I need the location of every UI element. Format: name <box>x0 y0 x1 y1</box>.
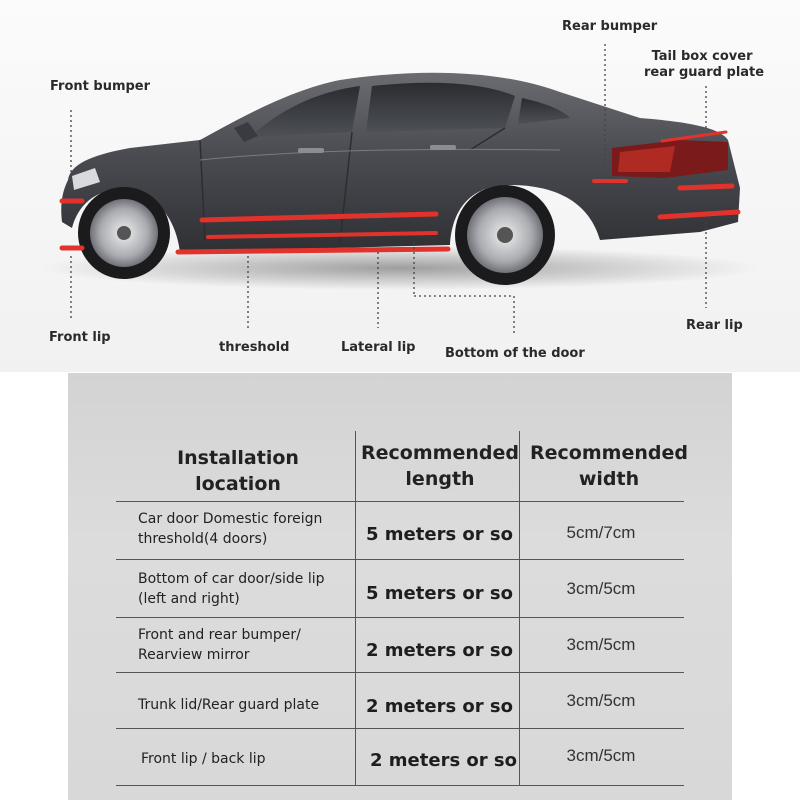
headlight <box>72 168 100 190</box>
column-divider <box>355 431 356 786</box>
callout-tail-box-line1: Tail box cover <box>651 49 753 64</box>
door-handle-rear <box>430 145 456 150</box>
front-window <box>250 86 360 137</box>
header-width-line2: width <box>578 468 640 490</box>
row-location-line2: threshold(4 doors) <box>138 531 268 547</box>
header-location-line1: Installation <box>177 447 299 469</box>
rear-wheel <box>455 185 555 285</box>
row-length: 5 meters or so <box>366 524 514 545</box>
table-row: Front lip / back lip <box>141 749 266 769</box>
callout-lines <box>70 44 707 334</box>
callout-front-bumper: Front bumper <box>50 79 151 94</box>
row-location-line2: (left and right) <box>138 591 240 607</box>
red-trim-strips <box>59 130 741 255</box>
row-divider <box>116 501 684 502</box>
table-row: Bottom of car door/side lip (left and ri… <box>138 569 325 609</box>
row-length: 2 meters or so <box>370 750 518 771</box>
callout-tail-box: Tail box cover rear guard plate <box>640 49 764 81</box>
header-length: Recommended length <box>358 440 522 492</box>
row-location-line1: Front and rear bumper/ <box>138 627 301 643</box>
callout-tail-box-line2: rear guard plate <box>644 65 765 80</box>
quarter-glass <box>518 98 570 124</box>
callout-rear-bumper: Rear bumper <box>562 19 658 34</box>
column-divider <box>519 431 520 786</box>
row-length: 2 meters or so <box>366 696 514 717</box>
door-handle-front <box>298 148 324 153</box>
header-length-line2: length <box>405 468 475 490</box>
row-divider <box>116 672 684 673</box>
row-divider <box>116 785 684 786</box>
table-row: Car door Domestic foreign threshold(4 do… <box>138 509 322 549</box>
row-width: 3cm/5cm <box>566 746 636 765</box>
row-location-line1: Car door Domestic foreign <box>138 511 323 527</box>
row-width: 3cm/5cm <box>566 579 636 598</box>
callout-bottom-door: Bottom of the door <box>445 346 585 361</box>
row-location-line2: Rearview mirror <box>138 647 250 663</box>
rear-window <box>366 82 515 132</box>
car-body <box>61 72 740 253</box>
table-row: Front and rear bumper/ Rearview mirror <box>138 625 301 665</box>
car-diagram-area: Front bumper Rear bumper Tail box cover … <box>0 0 800 372</box>
row-divider <box>116 728 684 729</box>
header-location-line2: location <box>195 473 281 495</box>
ground-shadow <box>40 246 760 290</box>
rearview-mirror <box>234 122 258 142</box>
row-divider <box>116 559 684 560</box>
header-location: Installation location <box>158 445 318 497</box>
recommendation-table: Installation location Recommended length… <box>68 373 732 800</box>
callout-lateral-lip: Lateral lip <box>341 340 416 355</box>
row-width: 3cm/5cm <box>566 691 636 710</box>
callout-rear-lip: Rear lip <box>686 318 743 333</box>
callout-threshold: threshold <box>219 340 290 355</box>
car-illustration <box>40 44 760 334</box>
table-row: Trunk lid/Rear guard plate <box>138 695 319 715</box>
row-length: 2 meters or so <box>366 640 514 661</box>
row-location-line1: Bottom of car door/side lip <box>138 571 325 587</box>
row-width: 5cm/7cm <box>566 523 636 542</box>
row-width: 3cm/5cm <box>566 635 636 654</box>
row-location-line1: Front lip / back lip <box>141 751 266 767</box>
row-divider <box>116 617 684 618</box>
callout-front-lip: Front lip <box>49 330 111 345</box>
row-length: 5 meters or so <box>366 583 514 604</box>
header-width: Recommended width <box>524 440 694 492</box>
header-width-line1: Recommended <box>530 442 688 464</box>
header-length-line1: Recommended <box>361 442 519 464</box>
row-location-line1: Trunk lid/Rear guard plate <box>138 697 320 713</box>
front-wheel <box>78 187 170 279</box>
